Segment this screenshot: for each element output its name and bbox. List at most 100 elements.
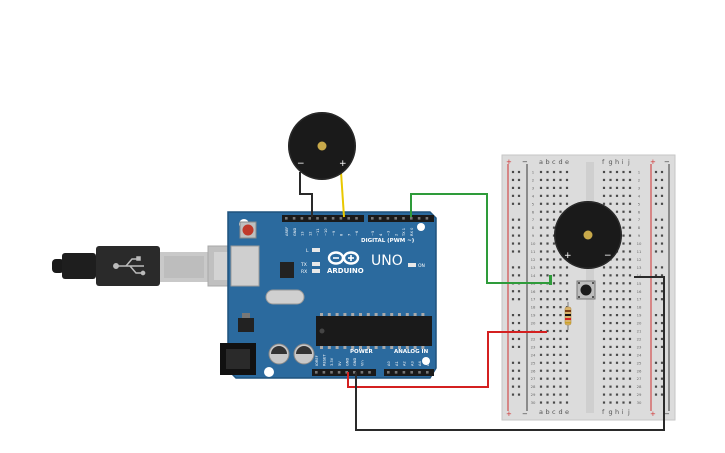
power-header[interactable] — [312, 369, 376, 376]
header-pin[interactable] — [426, 371, 429, 374]
header-pin[interactable] — [386, 217, 390, 220]
led-l — [312, 248, 320, 252]
pin-label: TX 1 — [402, 228, 406, 237]
header-pin[interactable] — [347, 217, 350, 220]
pin-label: IOREF — [315, 355, 319, 366]
header-pin[interactable] — [418, 371, 421, 374]
digital-header-left[interactable] — [282, 215, 364, 222]
led-rx-label: RX — [301, 269, 307, 275]
header-pin[interactable] — [316, 217, 319, 220]
header-pin[interactable] — [410, 371, 413, 374]
header-pin[interactable] — [339, 217, 343, 220]
header-pin[interactable] — [387, 371, 390, 374]
breadboard-row-label: 25 — [637, 360, 642, 365]
pin-label: A4 — [418, 361, 422, 366]
resistor[interactable] — [564, 302, 572, 330]
buzzer-hole — [317, 141, 327, 151]
breadboard-row-label: 14 — [531, 273, 536, 278]
header-pin[interactable] — [292, 217, 296, 220]
arduino-logo-icon — [327, 251, 360, 265]
breadboard-column-label: i — [622, 158, 624, 166]
breadboard-row-label: 18 — [637, 305, 642, 310]
header-pin[interactable] — [353, 371, 356, 374]
header-pin[interactable] — [402, 217, 405, 220]
pin-label: GND — [353, 358, 357, 366]
breadboard-row-label: 20 — [637, 321, 642, 326]
piezo-buzzer-top[interactable]: − + — [288, 112, 356, 180]
wire-green[interactable] — [410, 193, 551, 284]
header-pin[interactable] — [345, 371, 348, 374]
header-pin[interactable] — [371, 217, 374, 220]
piezo-buzzer-right[interactable]: + − — [554, 201, 622, 269]
pin-label: A2 — [403, 361, 407, 366]
wire-red[interactable] — [347, 331, 547, 388]
breadboard-row-label: 4 — [532, 193, 535, 198]
usb-symbol-icon — [113, 256, 146, 276]
wire-black[interactable] — [355, 276, 665, 431]
header-pin[interactable] — [378, 217, 382, 220]
breadboard-row-label: 27 — [637, 376, 642, 381]
header-pin[interactable] — [410, 217, 413, 220]
arduino-uno-board[interactable]: L TX RX ON ARDUINO UNO DIGITAL (PWM ~) P… — [220, 211, 437, 379]
pin-label: 12 — [308, 231, 312, 236]
rail-minus-label: − — [664, 410, 670, 418]
header-pin[interactable] — [330, 371, 333, 374]
breadboard-column-label: f — [602, 158, 605, 166]
chip-pins — [320, 313, 425, 349]
header-pin[interactable] — [315, 371, 318, 374]
header-pin[interactable] — [285, 217, 288, 220]
breadboard-row-label: 26 — [637, 368, 642, 373]
breadboard-column-label: c — [552, 158, 556, 166]
pin-label: RX 0 — [410, 227, 414, 236]
reset-button[interactable] — [239, 221, 257, 239]
header-pin[interactable] — [331, 217, 335, 220]
usb-port — [230, 245, 260, 287]
breadboard-row-label: 3 — [532, 185, 535, 190]
breadboard-row-label: 29 — [531, 392, 536, 397]
header-pin[interactable] — [324, 217, 327, 220]
breadboard-column-label: c — [552, 408, 556, 416]
arduino-logo-text: ARDUINO — [327, 267, 364, 275]
header-pin[interactable] — [308, 217, 311, 220]
breadboard-column-label: e — [565, 158, 569, 166]
led-tx — [312, 262, 320, 266]
breadboard-row-label: 18 — [531, 305, 536, 310]
pushbutton[interactable] — [576, 280, 596, 300]
header-pin[interactable] — [402, 371, 406, 374]
breadboard-row-label: 20 — [531, 321, 536, 326]
breadboard-row-label: 5 — [532, 201, 535, 206]
breadboard-row-label: 14 — [637, 273, 642, 278]
led-tx-label: TX — [300, 262, 307, 268]
header-pin[interactable] — [360, 371, 364, 374]
header-pin[interactable] — [337, 371, 341, 374]
breadboard-column-label: h — [615, 158, 619, 166]
buzzer-plus-label: + — [564, 251, 572, 261]
wire-yellow-buzzer-top[interactable] — [340, 171, 345, 218]
digital-header-right[interactable] — [368, 215, 434, 222]
usb-cable[interactable] — [52, 245, 259, 287]
breadboard-holes[interactable] — [511, 170, 664, 404]
breadboard-column-label: g — [609, 158, 613, 166]
breadboard-column-label: j — [627, 158, 630, 166]
header-pin[interactable] — [355, 217, 358, 220]
header-pin[interactable] — [322, 371, 326, 374]
header-pin[interactable] — [368, 371, 371, 374]
header-pin[interactable] — [394, 371, 398, 374]
breadboard-row-label: 13 — [637, 265, 642, 270]
header-pin[interactable] — [417, 217, 421, 220]
analog-header[interactable] — [384, 369, 434, 376]
power-jack[interactable] — [220, 343, 256, 375]
pin-label: 4 — [379, 233, 383, 236]
header-pin[interactable] — [300, 217, 304, 220]
header-pin[interactable] — [394, 217, 397, 220]
pin-label: 2 — [394, 234, 398, 236]
wire-black-buzzer-top[interactable] — [299, 172, 313, 217]
header-pin[interactable] — [425, 217, 429, 220]
breadboard-row-label: 19 — [531, 313, 536, 318]
pin-label: Vin — [361, 360, 365, 366]
analog-label: ANALOG IN — [394, 349, 429, 355]
atmega-chip — [316, 316, 432, 346]
